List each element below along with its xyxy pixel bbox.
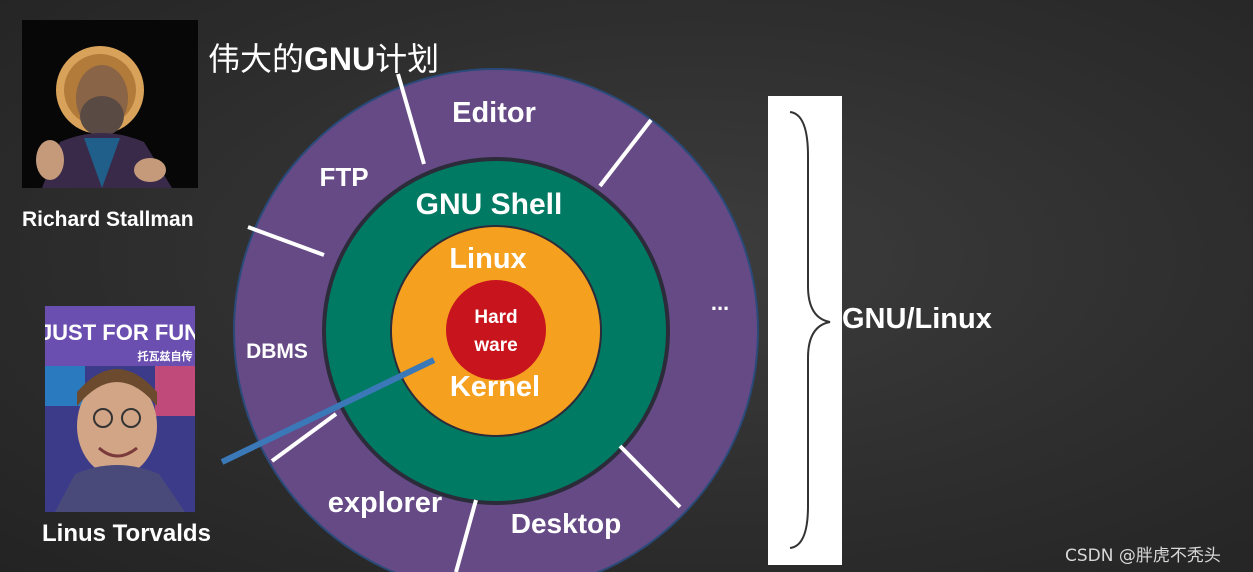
stallman-portrait-image [22,20,198,188]
label-kernel: Kernel [450,371,540,403]
label-ftp: FTP [319,162,368,192]
title-prefix: 伟大的 [208,40,305,78]
torvalds-book-image: JUST FOR FUN 托瓦兹自传 [45,306,195,512]
label-hard: Hard [474,307,517,328]
label-linux: Linux [449,243,526,275]
torvalds-book-cover: JUST FOR FUN 托瓦兹自传 [45,306,195,512]
label-ellipsis: ... [711,290,729,315]
stallman-photo [22,20,198,188]
brace-panel [768,96,842,565]
divider-line-desktop [618,444,682,509]
hardware-core [446,280,546,380]
gnu-plan-title: 伟大的GNU计划 [208,34,439,80]
book-title: JUST FOR FUN [45,320,195,345]
label-ware: ware [473,335,517,356]
divider-line-title [396,73,426,165]
label-gnu-shell: GNU Shell [416,188,563,221]
divider-line-dbms [270,412,338,463]
label-editor: Editor [452,97,536,129]
book-subtitle: 托瓦兹自传 [138,349,193,363]
stallman-name: Richard Stallman [22,208,194,231]
divider-line-editor [598,118,653,188]
title-gnu: GNU [304,41,376,77]
divider-line-explorer [454,499,478,572]
label-explorer: explorer [328,487,442,519]
title-suffix: 计划 [375,40,440,78]
csdn-watermark: CSDN @胖虎不秃头 [1065,546,1221,566]
torvalds-name: Linus Torvalds [42,520,211,547]
label-desktop: Desktop [511,508,621,539]
torvalds-pointer-line [220,357,436,465]
gnu-linux-label: GNU/Linux [842,303,992,335]
curly-brace-icon [789,111,831,549]
label-dbms: DBMS [246,340,308,363]
divider-line-ftp [247,225,325,257]
